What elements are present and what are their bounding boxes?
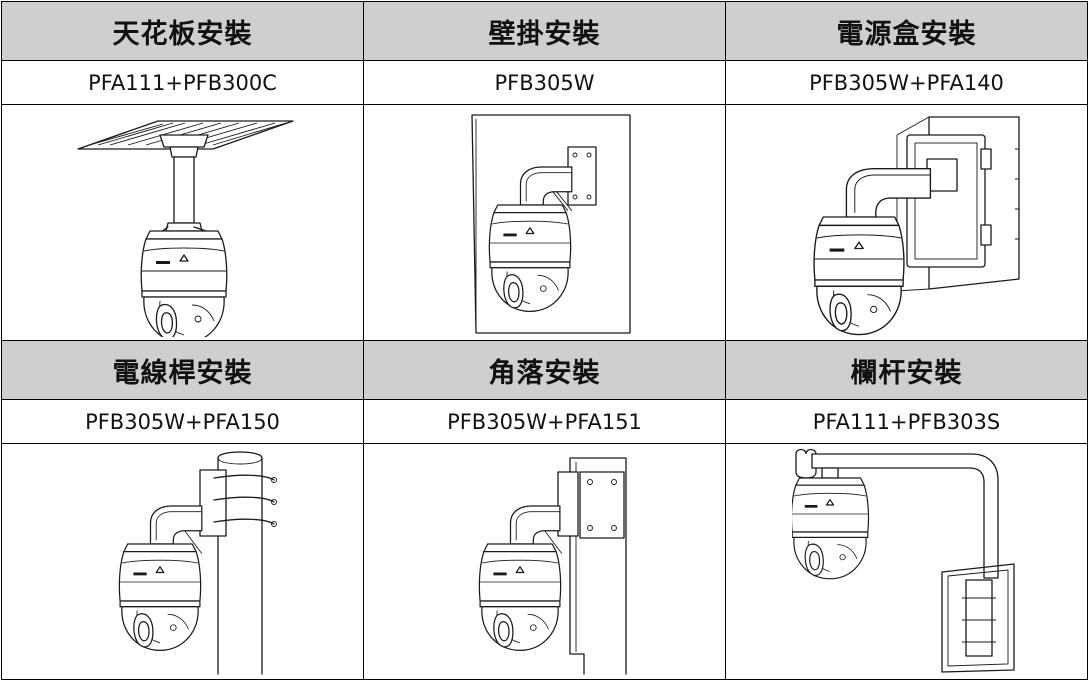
header-wall-mount: 壁掛安裝 — [363, 1, 726, 61]
code-power-box-mount: PFB305W+PFA140 — [725, 60, 1088, 105]
code-corner-mount: PFB305W+PFA151 — [363, 399, 726, 444]
header-parapet-mount: 欄杆安裝 — [725, 340, 1088, 400]
header-corner-mount: 角落安裝 — [363, 340, 726, 400]
power-box-mount-illustration — [812, 115, 1020, 335]
image-row-1 — [1, 104, 1088, 341]
ceiling-mount-illustration — [76, 119, 294, 337]
mount-options-table: 天花板安裝 壁掛安裝 電源盒安裝 PFA111+PFB300C PFB305W … — [1, 1, 1088, 680]
header-row-2: 電線桿安裝 角落安裝 欄杆安裝 — [1, 340, 1088, 400]
corner-mount-illustration — [478, 456, 627, 675]
code-row-2: PFB305W+PFA150 PFB305W+PFA151 PFA111+PFB… — [1, 399, 1088, 444]
parapet-mount-illustration — [791, 448, 1015, 673]
header-power-box-mount: 電源盒安裝 — [725, 1, 1088, 61]
code-pole-mount: PFB305W+PFA150 — [1, 399, 364, 444]
code-row-1: PFA111+PFB300C PFB305W PFB305W+PFA140 — [1, 60, 1088, 105]
pole-mount-illustration — [118, 450, 277, 675]
wall-mount-illustration — [470, 113, 631, 334]
header-row-1: 天花板安裝 壁掛安裝 電源盒安裝 — [1, 1, 1088, 61]
code-wall-mount: PFB305W — [363, 60, 726, 105]
code-ceiling-mount: PFA111+PFB300C — [1, 60, 364, 105]
image-row-2 — [1, 443, 1088, 680]
header-pole-mount: 電線桿安裝 — [1, 340, 364, 400]
header-ceiling-mount: 天花板安裝 — [1, 1, 364, 61]
code-parapet-mount: PFA111+PFB303S — [725, 399, 1088, 444]
